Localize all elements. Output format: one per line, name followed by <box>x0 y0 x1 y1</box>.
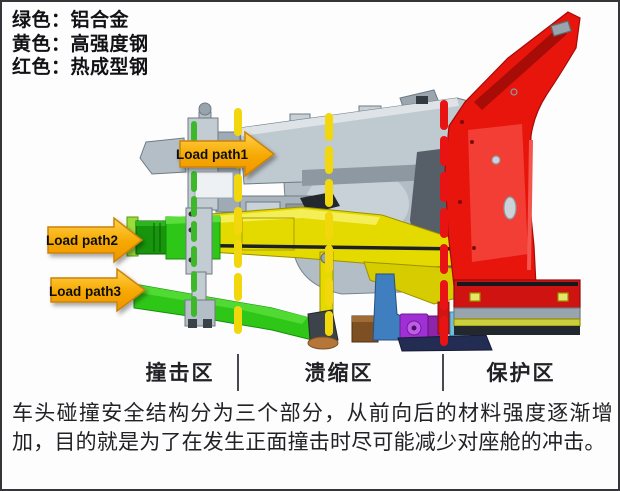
zone-label-protection: 保护区 <box>486 362 556 385</box>
legend-item-yellow: 黄色：高强度钢 <box>12 33 149 55</box>
load-path1-label: Load path1 <box>176 147 248 162</box>
zone-separator-1 <box>237 354 239 391</box>
load-path1-arrow: Load path1 <box>176 130 276 178</box>
load-path-arrows: Load path1 Load path2 Load path3 <box>46 130 276 313</box>
zone-label-impact: 撞击区 <box>145 362 215 385</box>
load-path2-arrow: Load path2 <box>46 216 144 264</box>
red-hot-formed-steel-parts <box>444 11 581 335</box>
caption-text: 车头碰撞安全结构分为三个部分，从前向后的材料强度逐渐增加，目的就是为了在发生正面… <box>12 402 613 454</box>
load-path3-arrow: Load path3 <box>49 267 147 313</box>
material-legend: 绿色：铝合金 黄色：高强度钢 红色：热成型钢 <box>12 9 149 80</box>
zone-separator-2 <box>442 354 444 391</box>
zone-label-crumple: 溃缩区 <box>304 362 374 385</box>
load-path2-label: Load path2 <box>46 233 118 248</box>
legend-item-green: 绿色：铝合金 <box>12 10 130 31</box>
legend-item-red: 红色：热成型钢 <box>12 57 149 78</box>
zone-label-row: 撞击区 溃缩区 保护区 <box>2 354 618 392</box>
car-front-structure-diagram: Load path1 Load path2 Load path3 <box>46 11 581 358</box>
load-path3-label: Load path3 <box>49 284 121 299</box>
